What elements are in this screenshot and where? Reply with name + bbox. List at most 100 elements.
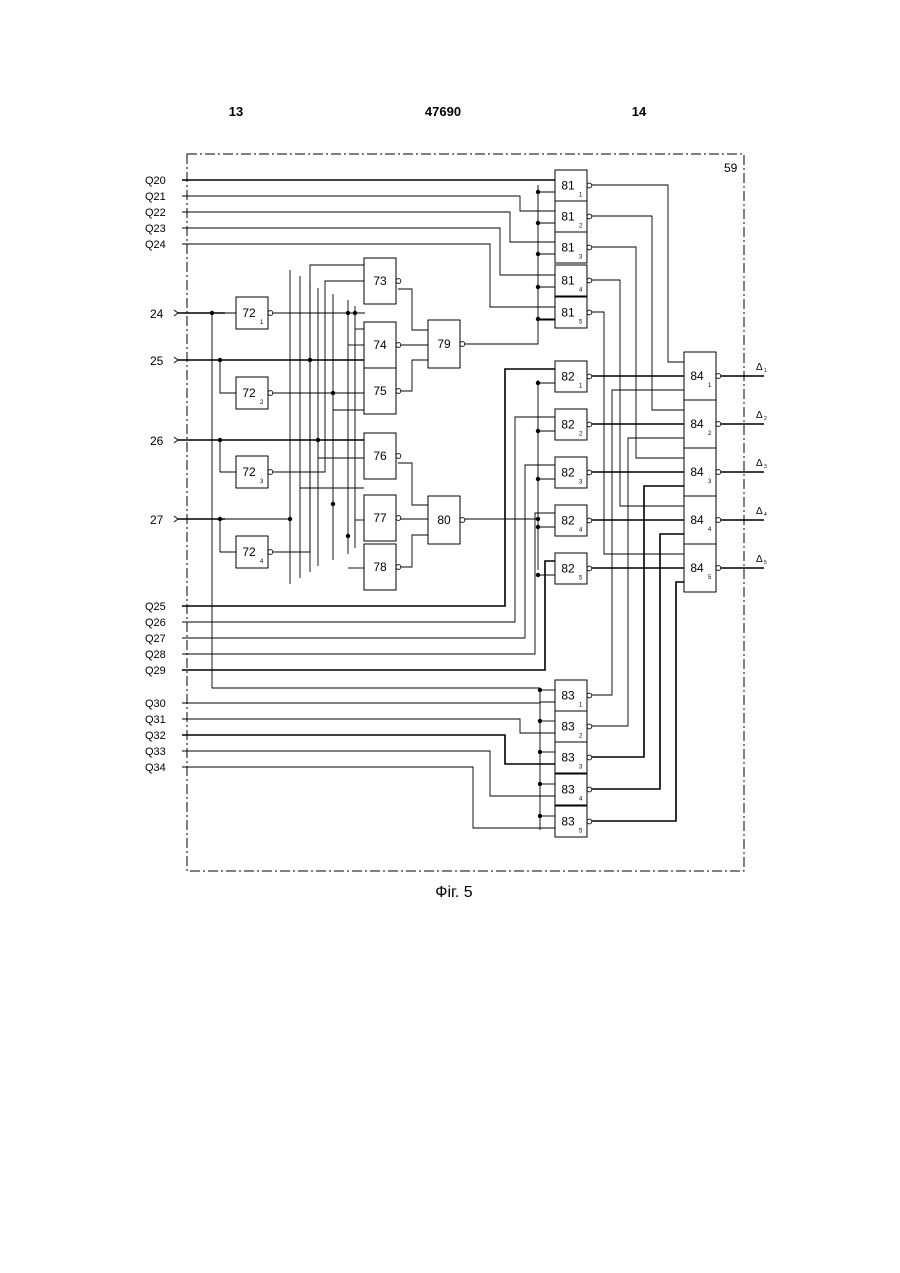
wire (398, 463, 428, 505)
junction-dot (538, 719, 542, 723)
inversion-bubble (460, 342, 465, 347)
output-delta-1: Δ (756, 362, 763, 373)
wire-layer (174, 180, 764, 830)
wire (174, 437, 178, 443)
junction-dot (288, 517, 292, 521)
inversion-bubble (587, 724, 592, 729)
gate-79-label: 79 (437, 337, 451, 351)
gate-83-3-label: 83 (561, 751, 575, 765)
junction-dot (536, 517, 540, 521)
junction-dot (536, 573, 540, 577)
junction-dot (536, 190, 540, 194)
junction-dot (536, 252, 540, 256)
input-label-q23: Q23 (145, 223, 166, 235)
gate-74-label: 74 (373, 338, 387, 352)
gate-83-1-label: 83 (561, 689, 575, 703)
wire (273, 265, 365, 552)
inversion-bubble (587, 278, 592, 283)
frame-label: 59 (724, 161, 738, 175)
inversion-bubble (396, 279, 401, 284)
inversion-bubble (268, 311, 273, 316)
gate-82-4-label: 82 (561, 514, 575, 528)
terminal-label-25: 25 (150, 354, 164, 368)
input-label-q21: Q21 (145, 191, 166, 203)
wire (182, 212, 555, 242)
wire (174, 310, 178, 316)
inversion-bubble (716, 470, 721, 475)
input-label-q24: Q24 (145, 239, 166, 251)
wire (590, 534, 684, 789)
inversion-bubble (268, 550, 273, 555)
gate-77-label: 77 (373, 511, 387, 525)
gate-84-4-label: 84 (690, 513, 704, 527)
output-delta-2: Δ (756, 410, 763, 421)
wire (182, 196, 555, 211)
inversion-bubble (587, 566, 592, 571)
input-label-q30: Q30 (145, 698, 166, 710)
inversion-bubble (268, 470, 273, 475)
inverter-72-4-label: 72 (242, 545, 256, 559)
input-label-q26: Q26 (145, 617, 166, 629)
figure-caption: Фіг. 5 (435, 884, 472, 902)
gate-84-3-label: 84 (690, 465, 704, 479)
wire (182, 719, 555, 733)
wire (220, 360, 236, 393)
gate-81-1-label: 81 (561, 179, 575, 193)
junction-dot (218, 358, 222, 362)
inversion-bubble (587, 819, 592, 824)
wire (590, 312, 684, 554)
terminal-label-24: 24 (150, 307, 164, 321)
junction-dot (538, 782, 542, 786)
inversion-bubble (587, 214, 592, 219)
input-label-q22: Q22 (145, 207, 166, 219)
junction-dot (536, 381, 540, 385)
wire (174, 357, 178, 363)
junction-dot (346, 534, 350, 538)
junction-dot (538, 814, 542, 818)
inverter-72-3-label: 72 (242, 465, 256, 479)
junction-dot (538, 688, 542, 692)
inversion-bubble (587, 183, 592, 188)
gate-80-label: 80 (437, 513, 451, 527)
output-delta-subscript-5: 5 (764, 560, 767, 566)
junction-dot (536, 477, 540, 481)
inversion-bubble (268, 391, 273, 396)
inversion-bubble (396, 343, 401, 348)
inversion-bubble (587, 693, 592, 698)
output-delta-5: Δ (756, 554, 763, 565)
input-label-q33: Q33 (145, 746, 166, 758)
wire (273, 281, 365, 472)
terminal-label-27: 27 (150, 513, 164, 527)
gate-83-4-label: 83 (561, 783, 575, 797)
junction-dot (346, 311, 350, 315)
gate-84-2-label: 84 (690, 417, 704, 431)
inversion-bubble (587, 374, 592, 379)
junction-dot (536, 221, 540, 225)
terminal-label-26: 26 (150, 434, 164, 448)
inversion-bubble (587, 755, 592, 760)
gate-82-2-label: 82 (561, 418, 575, 432)
junction-dot (308, 358, 312, 362)
gate-82-5-label: 82 (561, 562, 575, 576)
wire (182, 751, 555, 796)
gate-75-label: 75 (373, 384, 387, 398)
gate-81-5-label: 81 (561, 306, 575, 320)
inversion-bubble (587, 518, 592, 523)
inverter-72-2-label: 72 (242, 386, 256, 400)
junction-dot (353, 311, 357, 315)
wire (220, 519, 236, 552)
wire (220, 440, 236, 472)
wire (182, 735, 555, 764)
junction-dot (218, 517, 222, 521)
input-label-q34: Q34 (145, 762, 166, 774)
gate-78-label: 78 (373, 560, 387, 574)
output-delta-4: Δ (756, 506, 763, 517)
wire (590, 582, 684, 821)
wire (398, 360, 428, 391)
junction-dot (536, 525, 540, 529)
inversion-bubble (716, 374, 721, 379)
inversion-bubble (460, 518, 465, 523)
wire (174, 516, 178, 522)
inversion-bubble (587, 787, 592, 792)
